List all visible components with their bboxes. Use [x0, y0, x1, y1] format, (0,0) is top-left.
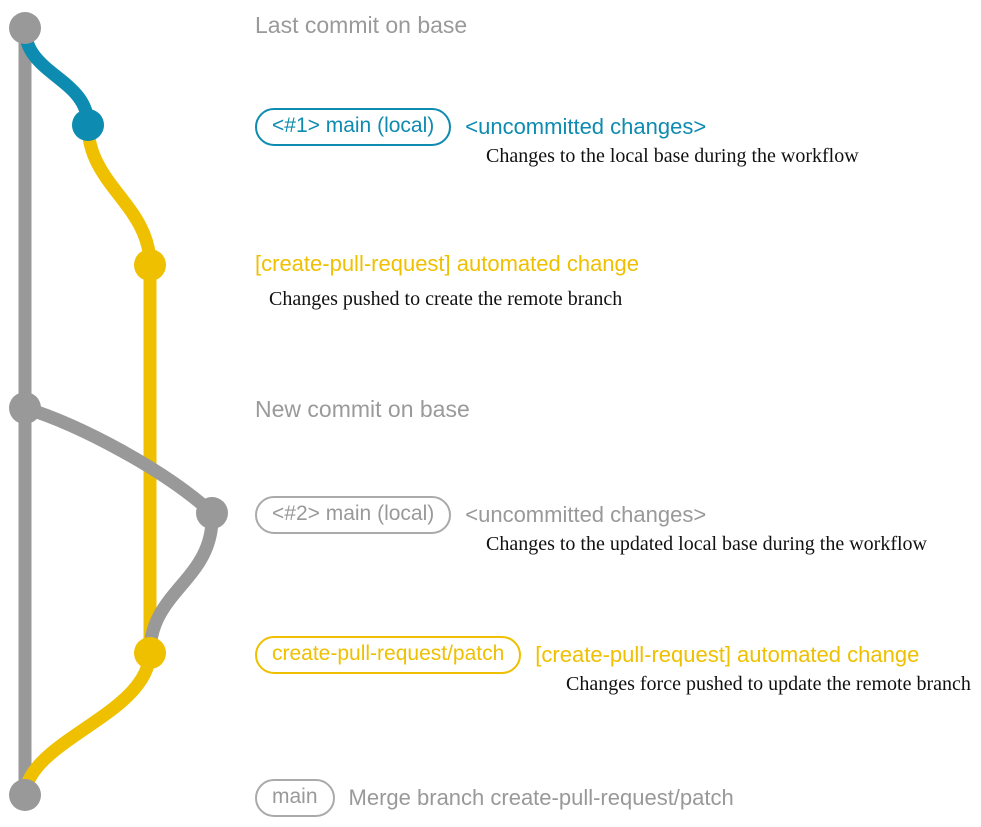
commit-description-patch-1: Changes pushed to create the remote bran…: [269, 288, 623, 310]
commit-subject-patch-1: [create-pull-request] automated change: [255, 251, 640, 276]
commit-subject-patch-2: [create-pull-request] automated change: [535, 642, 920, 668]
commit-description-local-1: Changes to the local base during the wor…: [486, 145, 859, 167]
edge-patch2-to-merge: [18, 646, 157, 802]
commit-node-patch-2: [134, 637, 166, 669]
commit-node-patch-1: [134, 249, 166, 281]
commit-node-merge: [9, 779, 41, 811]
commit-node-local-1: [72, 109, 104, 141]
commit-subject-local-1: <uncommitted changes>: [465, 114, 707, 140]
edge-basenew-to-local2: [18, 401, 219, 520]
ref-pill-main[interactable]: main: [255, 779, 335, 818]
commit-nodes: [9, 12, 228, 811]
headline-last-commit-on-base: Last commit on base: [255, 12, 468, 38]
edge-local1-to-patch1: [81, 118, 157, 272]
commit-subject-merge: Merge branch create-pull-request/patch: [348, 785, 734, 811]
entry-patch-1: [create-pull-request] automated change: [255, 252, 639, 275]
edge-local2-to-patch2: [143, 506, 219, 660]
edge-base-to-local1: [18, 21, 95, 132]
commit-node-base-new: [9, 392, 41, 424]
ref-pill-local-2[interactable]: <#2> main (local): [255, 496, 452, 535]
entry-local-1: <#1> main (local) <uncommitted changes>: [255, 108, 707, 147]
entry-local-2: <#2> main (local) <uncommitted changes>: [255, 496, 707, 535]
entry-merge: main Merge branch create-pull-request/pa…: [255, 779, 734, 818]
headline-new-commit-on-base: New commit on base: [255, 396, 470, 422]
commit-description-patch-2: Changes force pushed to update the remot…: [566, 673, 971, 695]
ref-pill-local-1[interactable]: <#1> main (local): [255, 108, 452, 147]
entry-patch-2: create-pull-request/patch [create-pull-r…: [255, 636, 920, 675]
commit-node-base-last: [9, 12, 41, 44]
commit-description-local-2: Changes to the updated local base during…: [486, 533, 927, 555]
ref-pill-create-pull-request-patch[interactable]: create-pull-request/patch: [255, 636, 522, 675]
commit-subject-local-2: <uncommitted changes>: [465, 502, 707, 528]
commit-node-local-2: [196, 497, 228, 529]
